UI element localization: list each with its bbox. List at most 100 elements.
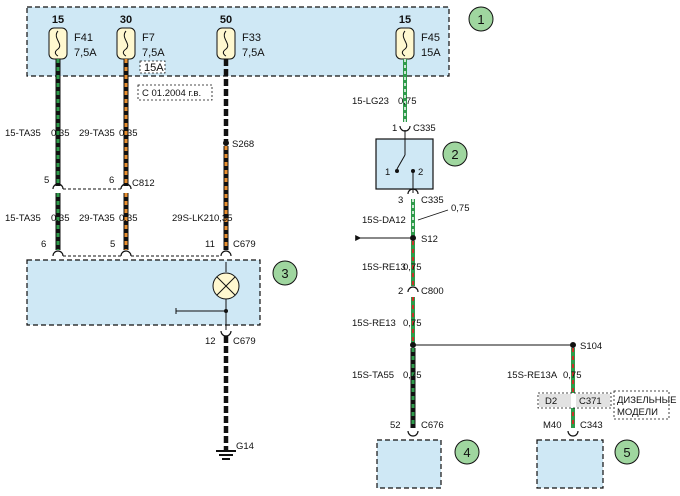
- wire-label: 15S-DA12: [362, 215, 406, 226]
- module-5-callout: 5: [614, 439, 640, 465]
- wire-label: 29-TA35: [79, 213, 115, 224]
- wire-29s-lk21: [223, 59, 229, 250]
- svg-text:2: 2: [398, 286, 403, 297]
- splice-s104: S104: [410, 341, 602, 352]
- wire-label: 15S-RE13: [362, 262, 406, 273]
- fuse-f33-supply: 50: [220, 14, 232, 26]
- switch: 1 2: [375, 130, 434, 193]
- svg-text:C812: C812: [132, 178, 155, 189]
- module-5: [536, 439, 604, 489]
- ground-wire: [216, 336, 236, 460]
- svg-text:0,35: 0,35: [51, 213, 70, 224]
- svg-text:D2: D2: [545, 396, 557, 407]
- svg-text:1: 1: [392, 123, 397, 134]
- ground-g14: G14: [236, 441, 254, 452]
- svg-text:1: 1: [385, 167, 390, 178]
- fuse-f45-supply: 15: [399, 14, 411, 26]
- module-4-callout: 4: [454, 439, 480, 465]
- svg-text:C676: C676: [421, 420, 444, 431]
- connector-c812: 5 6 C812: [44, 175, 155, 190]
- svg-text:C371: C371: [579, 396, 602, 407]
- wire-label: 29-TA35: [79, 128, 115, 139]
- svg-text:ДИЗЕЛЬНЫЕ: ДИЗЕЛЬНЫЕ: [617, 395, 676, 406]
- svg-text:5: 5: [44, 175, 49, 186]
- fuse-f41-supply: 15: [52, 14, 64, 26]
- wire-label: 15-TA35: [5, 213, 41, 224]
- svg-text:C343: C343: [580, 420, 603, 431]
- svg-text:3: 3: [398, 195, 403, 206]
- svg-text:2: 2: [451, 147, 458, 162]
- svg-text:6: 6: [41, 239, 46, 250]
- svg-text:C800: C800: [421, 286, 444, 297]
- splice-s268: S268: [232, 139, 254, 150]
- svg-text:0,35: 0,35: [119, 128, 138, 139]
- svg-text:C335: C335: [413, 123, 436, 134]
- cluster-callout: 3: [272, 260, 298, 286]
- svg-text:F33: F33: [242, 32, 261, 44]
- fuse-box: [26, 6, 450, 77]
- svg-text:МОДЕЛИ: МОДЕЛИ: [617, 407, 658, 418]
- fuse-box-callout: 1: [468, 6, 494, 32]
- wire-label: 15S-RE13: [352, 318, 396, 329]
- svg-text:F41: F41: [74, 32, 93, 44]
- svg-text:1: 1: [477, 12, 484, 27]
- svg-text:0,35: 0,35: [51, 128, 70, 139]
- connector-c676: 52 C676: [390, 420, 444, 437]
- splice-s12: S12: [355, 234, 438, 245]
- wire-label: 15-LG23: [352, 96, 389, 107]
- connector-c335-top: 1 C335: [392, 123, 436, 134]
- connector-c371: D2 C371: [537, 392, 612, 409]
- svg-text:5: 5: [623, 445, 630, 460]
- connector-c335-bottom: 3 C335: [398, 188, 444, 206]
- wire-label: 29S-LK21: [172, 213, 214, 224]
- wire-label: 15-TA35: [5, 128, 41, 139]
- fuse-f7: 30 F7 7,5A 15A: [116, 14, 166, 74]
- svg-text:0,35: 0,35: [119, 213, 138, 224]
- module-4: [376, 439, 442, 489]
- wire-15s-da12: [411, 199, 449, 238]
- svg-text:F45: F45: [421, 32, 440, 44]
- svg-text:M40: M40: [543, 420, 561, 431]
- svg-text:12: 12: [205, 336, 216, 347]
- switch-callout: 2: [442, 141, 468, 167]
- svg-text:0,75: 0,75: [563, 370, 582, 381]
- connector-c343: M40 C343: [543, 420, 603, 437]
- svg-text:C335: C335: [421, 195, 444, 206]
- fuse-f7-supply: 30: [120, 14, 132, 26]
- fuse-f41: 15 F41 7,5A: [48, 14, 97, 60]
- svg-text:F7: F7: [142, 32, 155, 44]
- svg-text:0,75: 0,75: [398, 96, 417, 107]
- svg-text:С 01.2004 г.в.: С 01.2004 г.в.: [142, 88, 201, 99]
- svg-text:15A: 15A: [421, 47, 441, 59]
- svg-text:C679: C679: [233, 336, 256, 347]
- connector-c800: 2 C800: [398, 286, 444, 297]
- svg-text:C679: C679: [233, 239, 256, 250]
- svg-text:0,75: 0,75: [403, 262, 422, 273]
- svg-text:11: 11: [205, 239, 215, 250]
- svg-text:6: 6: [109, 175, 114, 186]
- date-note: С 01.2004 г.в.: [137, 84, 213, 101]
- svg-text:5: 5: [110, 239, 115, 250]
- svg-text:7,5A: 7,5A: [142, 47, 165, 59]
- svg-text:2: 2: [418, 167, 423, 178]
- connector-c679-bottom: 12 C679: [205, 330, 256, 347]
- svg-text:0,75: 0,75: [451, 203, 470, 214]
- fuse-f45: 15 F45 15A: [395, 14, 441, 60]
- svg-text:52: 52: [390, 420, 401, 431]
- svg-text:7,5A: 7,5A: [74, 47, 97, 59]
- fuse-f7-alt-rating: 15A: [144, 62, 164, 74]
- fuse-f33: 50 F33 7,5A: [216, 14, 265, 60]
- svg-text:S104: S104: [580, 341, 602, 352]
- wire-label: 15S-RE13A: [507, 370, 558, 381]
- svg-text:0,75: 0,75: [403, 318, 422, 329]
- wire-label: 15S-TA55: [352, 370, 394, 381]
- svg-text:3: 3: [281, 266, 288, 281]
- svg-text:7,5A: 7,5A: [242, 47, 265, 59]
- svg-text:4: 4: [463, 445, 470, 460]
- diesel-note: ДИЗЕЛЬНЫЕ МОДЕЛИ: [613, 390, 676, 420]
- warning-lamp-icon: [175, 262, 240, 330]
- svg-text:0,35: 0,35: [214, 213, 233, 224]
- connector-c679-top: 6 5 11 C679: [41, 239, 256, 257]
- svg-text:S12: S12: [421, 234, 438, 245]
